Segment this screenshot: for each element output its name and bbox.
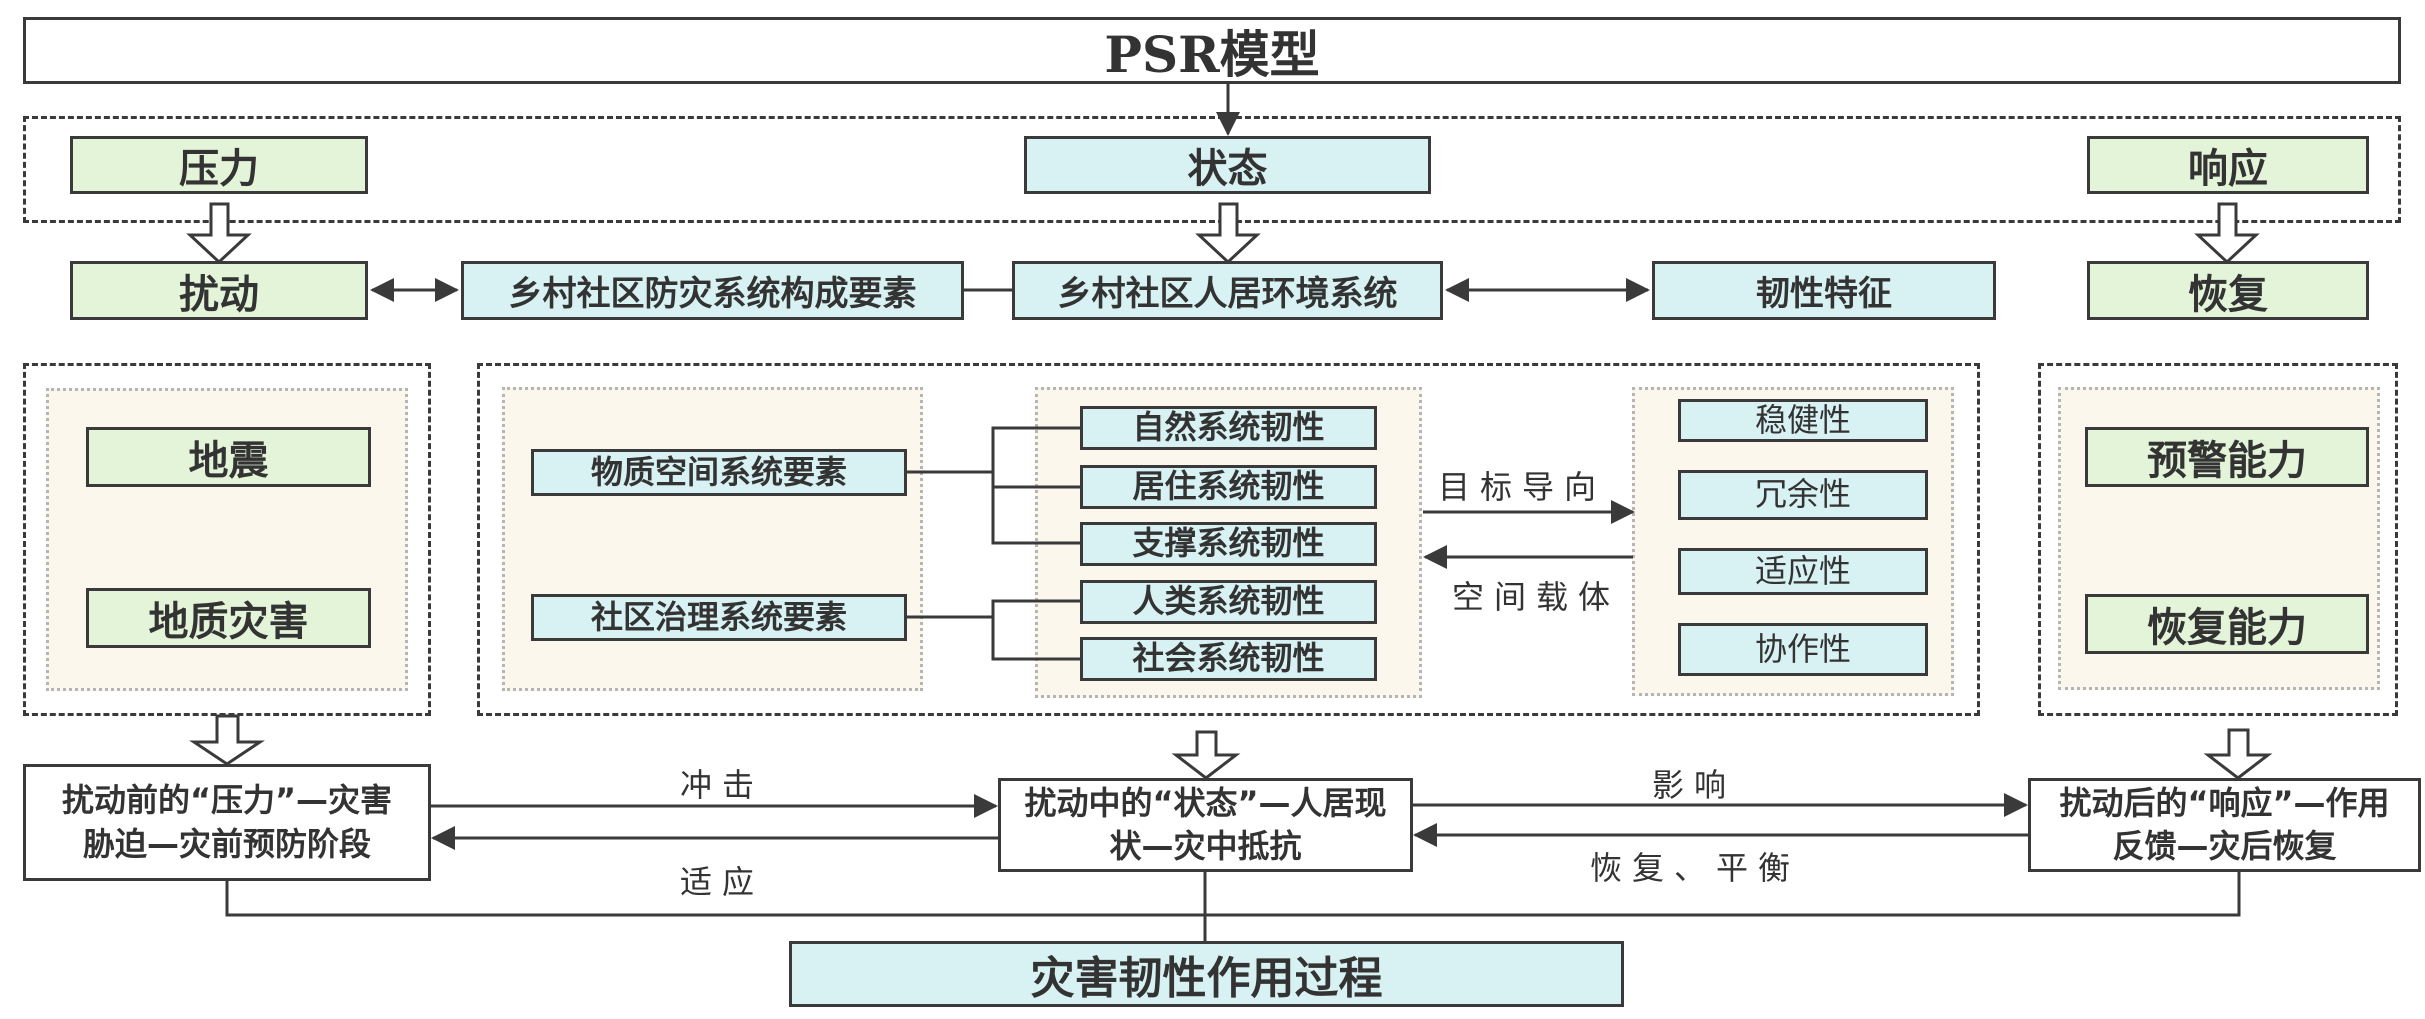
disturbance-box: 扰动 bbox=[70, 261, 368, 320]
human-system-resilience-box: 人类系统韧性 bbox=[1080, 580, 1377, 624]
after-disturbance-box: 扰动后的“响应”—作用反馈—灾后恢复 bbox=[2028, 778, 2421, 872]
geological-disaster-box: 地质灾害 bbox=[86, 588, 371, 648]
hollow-arrow-right-panel bbox=[2203, 728, 2273, 780]
settlement-system-box: 乡村社区人居环境系统 bbox=[1012, 261, 1443, 320]
physical-space-elements-box: 物质空间系统要素 bbox=[531, 449, 907, 496]
diagram-title: PSR模型 bbox=[23, 17, 2401, 84]
influence-label: 影响 bbox=[1652, 766, 1737, 804]
natural-system-resilience-box: 自然系统韧性 bbox=[1080, 406, 1377, 450]
robustness-box: 稳健性 bbox=[1678, 399, 1928, 442]
response-panel bbox=[2038, 363, 2398, 716]
adaptability-box: 适应性 bbox=[1678, 548, 1928, 595]
earthquake-box: 地震 bbox=[86, 427, 371, 487]
redundancy-box: 冗余性 bbox=[1678, 470, 1928, 520]
adapt-label: 适应 bbox=[680, 863, 765, 901]
resilience-process-box: 灾害韧性作用过程 bbox=[789, 941, 1624, 1007]
state-box: 状态 bbox=[1024, 136, 1431, 194]
impact-label: 冲击 bbox=[680, 766, 765, 804]
spatial-carrier-label: 空间载体 bbox=[1452, 578, 1621, 616]
recovery-box: 恢复 bbox=[2087, 261, 2369, 320]
community-governance-elements-box: 社区治理系统要素 bbox=[531, 594, 907, 641]
feedback-line bbox=[225, 872, 2241, 917]
hollow-arrow-left-panel bbox=[189, 714, 265, 766]
state-panel bbox=[477, 363, 1980, 716]
residential-system-resilience-box: 居住系统韧性 bbox=[1080, 465, 1377, 509]
disaster-elements-box: 乡村社区防灾系统构成要素 bbox=[461, 261, 964, 320]
before-disturbance-box: 扰动前的“压力”—灾害胁迫—灾前预防阶段 bbox=[23, 764, 431, 881]
during-disturbance-box: 扰动中的“状态”—人居现状—灾中抵抗 bbox=[998, 778, 1413, 872]
goal-oriented-label: 目标导向 bbox=[1438, 468, 1607, 506]
hollow-arrow-middle-panel bbox=[1171, 730, 1241, 780]
support-system-resilience-box: 支撑系统韧性 bbox=[1080, 522, 1377, 566]
pressure-box: 压力 bbox=[70, 136, 368, 194]
response-box: 响应 bbox=[2087, 136, 2369, 194]
social-system-resilience-box: 社会系统韧性 bbox=[1080, 637, 1377, 681]
early-warning-box: 预警能力 bbox=[2085, 427, 2369, 487]
resilience-features-box: 韧性特征 bbox=[1652, 261, 1996, 320]
recovery-capacity-box: 恢复能力 bbox=[2085, 594, 2369, 654]
recover-balance-label: 恢复、平衡 bbox=[1590, 849, 1801, 887]
elements-inner-panel bbox=[502, 387, 923, 691]
collaboration-box: 协作性 bbox=[1678, 623, 1928, 676]
